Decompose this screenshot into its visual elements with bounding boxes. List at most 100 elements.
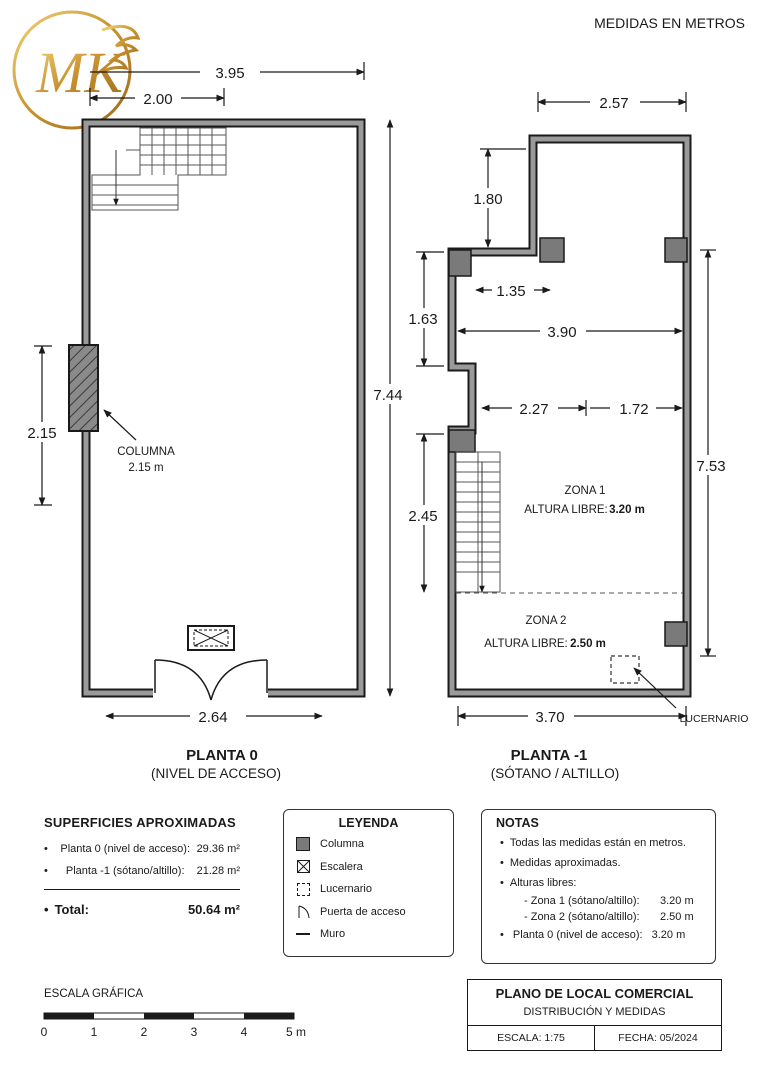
zona1-height-value: 3.20 m [609, 504, 645, 516]
plan1-left-part: 2.27 [519, 401, 548, 418]
plan0-stairs [91, 127, 227, 211]
zona2-label: ZONA 2 [526, 615, 567, 627]
note-item: Alturas libres: [500, 877, 705, 889]
note-sub-item: - Zona 1 (sótano/altillo): 3.20 m [524, 895, 705, 907]
legend-box: LEYENDA Columna Escalera Lucernario Puer… [283, 809, 454, 957]
scale-tick: 1 [91, 1025, 98, 1039]
column-value: 2.15 m [128, 462, 163, 474]
legend-label: Lucernario [320, 883, 372, 896]
plan1-upper-height: 1.80 [473, 191, 502, 208]
legend-item-stair: Escalera [296, 856, 441, 879]
note-last-label: Planta 0 (nivel de acceso): [512, 929, 643, 941]
plan-1: 2.57 1.80 1.35 1.63 3.90 2.27 1.72 2.45 … [402, 92, 748, 781]
plan0-partial-width: 2.00 [143, 91, 172, 108]
surface-row: Planta 0 (nivel de acceso): 29.36 m² [44, 843, 240, 855]
plan0-walls [81, 118, 366, 698]
note-item: Planta 0 (nivel de acceso): 3.20 m [500, 929, 705, 941]
note-item: Medidas aproximadas. [500, 857, 705, 869]
plan1-stair-height: 2.45 [408, 508, 437, 525]
title-block: PLANO DE LOCAL COMERCIAL DISTRIBUCIÓN Y … [467, 979, 722, 1051]
title-block-scale: ESCALA: 1:75 [468, 1026, 595, 1050]
surface-total-label: Total: [44, 902, 89, 917]
plan1-stairs [455, 451, 501, 593]
plan0-column-height: 2.15 [27, 425, 56, 442]
plan0-title: PLANTA 0 [186, 747, 258, 764]
surface-value: 21.28 m² [196, 865, 240, 877]
plan1-mid-width: 3.90 [547, 324, 576, 341]
plan1-mid-height: 1.63 [408, 311, 437, 328]
scale-tick: 3 [191, 1025, 198, 1039]
plan0-walls-fill [83, 120, 364, 696]
legend-item-wall: Muro [296, 923, 441, 946]
notes-box: NOTAS Todas las medidas están en metros.… [481, 809, 716, 964]
logo: MK [12, 10, 141, 130]
column-icon [296, 837, 310, 852]
legend-item-door: Puerta de acceso [296, 901, 441, 924]
legend-item-column: Columna [296, 833, 441, 856]
legend-label: Muro [320, 928, 346, 941]
door-icon [296, 905, 310, 919]
surface-label: Planta 0 (nivel de acceso): [60, 843, 191, 855]
zona1-height-label: ALTURA LIBRE: [524, 504, 608, 516]
plan0-door [154, 659, 268, 701]
surface-label: Planta -1 (sótano/altillo): [65, 865, 185, 877]
scale-tick: 0 [41, 1025, 48, 1039]
plan1-bottom-width: 3.70 [535, 709, 564, 726]
surfaces-section: SUPERFICIES APROXIMADAS Planta 0 (nivel … [44, 815, 240, 917]
plan1-right-part: 1.72 [619, 401, 648, 418]
plan1-top-width: 2.57 [599, 95, 628, 112]
skylight-label: LUCERNARIO [680, 713, 749, 725]
note-sub-value: 2.50 m [660, 911, 694, 923]
plan0-subtitle: (NIVEL DE ACCESO) [151, 766, 281, 781]
plan0-column [68, 344, 99, 432]
title-block-title: PLANO DE LOCAL COMERCIAL [495, 986, 694, 1001]
legend-label: Escalera [320, 860, 363, 873]
plan1-step-width: 1.35 [496, 283, 525, 300]
zona2-height-value: 2.50 m [570, 638, 606, 650]
note-item: Todas las medidas están en metros. [500, 837, 705, 849]
surface-value: 29.36 m² [196, 843, 240, 855]
column-label: COLUMNA [117, 446, 175, 458]
surface-total-value: 50.64 m² [187, 902, 240, 917]
scale-tick: 4 [241, 1025, 248, 1039]
note-sub-label: - Zona 1 (sótano/altillo): [524, 895, 640, 907]
wing-icon [101, 24, 141, 74]
note-sub-value: 3.20 m [660, 895, 694, 907]
title-block-date: FECHA: 05/2024 [618, 1032, 698, 1044]
zona2-height-label: ALTURA LIBRE: [484, 638, 568, 650]
scale-tick: 2 [141, 1025, 148, 1039]
legend-label: Puerta de acceso [320, 905, 406, 918]
scale-bar: ESCALA GRÁFICA 0 1 2 3 4 5 m [41, 987, 306, 1039]
plan1-title: PLANTA -1 [511, 747, 588, 764]
divider [44, 889, 240, 890]
units-note: MEDIDAS EN METROS [594, 15, 745, 31]
legend-label: Columna [320, 838, 365, 851]
surface-total-row: Total: 50.64 m² [44, 902, 240, 917]
plan1-skylight [610, 655, 640, 684]
note-sub-item: - Zona 2 (sótano/altillo): 2.50 m [524, 911, 705, 923]
surface-row: Planta -1 (sótano/altillo): 21.28 m² [44, 865, 240, 877]
stair-icon [296, 860, 310, 874]
legend-title: LEYENDA [338, 816, 399, 830]
note-last-value: 3.20 m [651, 929, 686, 941]
plan0-total-width: 3.95 [215, 65, 244, 82]
plan1-subtitle: (SÓTANO / ALTILLO) [491, 766, 620, 781]
plan1-columns [448, 237, 688, 647]
scale-tick: 5 m [286, 1025, 306, 1039]
title-block-footer: ESCALA: 1:75 FECHA: 05/2024 [468, 1025, 721, 1050]
plan-0: 3.95 2.00 7.44 2.64 2.15 COLUMNA 2.15 m … [22, 62, 410, 781]
notes-title: NOTAS [496, 816, 539, 830]
legend-item-skylight: Lucernario [296, 878, 441, 901]
plan0-height: 7.44 [373, 387, 402, 404]
plan0-opening [187, 625, 235, 651]
wall-icon [296, 927, 310, 941]
zona1-label: ZONA 1 [565, 485, 606, 497]
plan1-height: 7.53 [696, 458, 725, 475]
skylight-icon [296, 882, 310, 896]
surfaces-title: SUPERFICIES APROXIMADAS [44, 815, 236, 830]
plan0-bottom-width: 2.64 [198, 709, 227, 726]
scale-bar-title: ESCALA GRÁFICA [44, 987, 143, 1000]
title-block-subtitle: DISTRIBUCIÓN Y MEDIDAS [523, 1006, 666, 1018]
note-sub-label: - Zona 2 (sótano/altillo): [524, 911, 640, 923]
